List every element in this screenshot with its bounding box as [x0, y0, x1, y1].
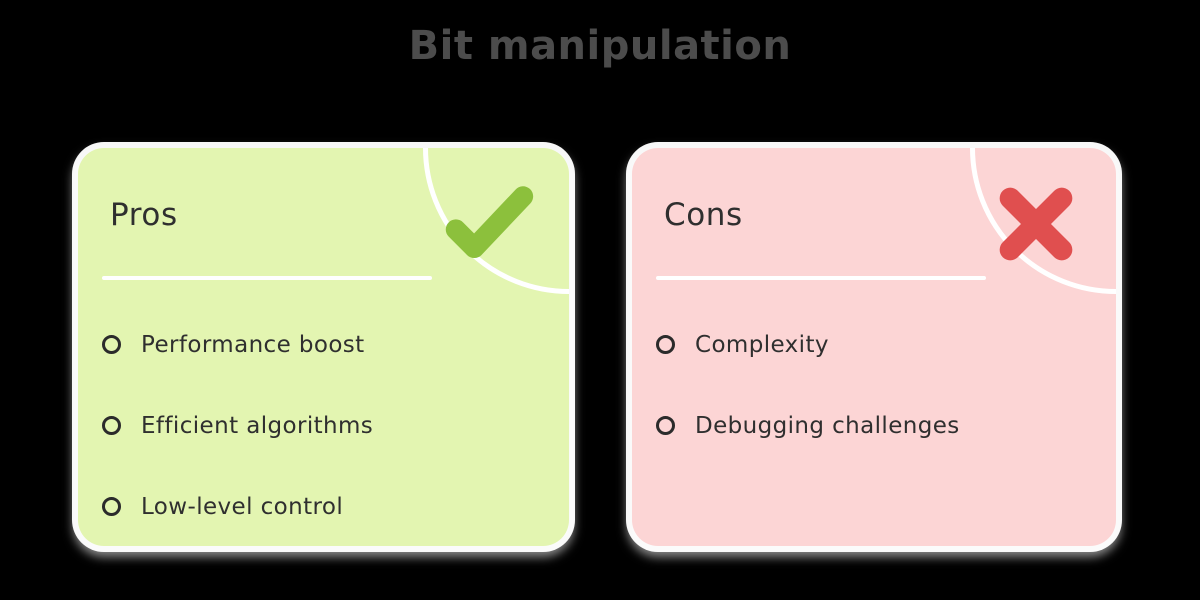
- cons-card-divider: [656, 276, 986, 280]
- list-item-label: Performance boost: [141, 331, 365, 358]
- cons-list: Complexity Debugging challenges: [656, 304, 1092, 466]
- page-title: Bit manipulation: [408, 23, 792, 69]
- check-icon: [443, 178, 535, 270]
- cross-icon: [990, 178, 1082, 270]
- bullet-ring-icon: [102, 416, 121, 435]
- bullet-ring-icon: [656, 335, 675, 354]
- bullet-ring-icon: [656, 416, 675, 435]
- list-item: Performance boost: [102, 304, 545, 385]
- cons-card-heading: Cons: [664, 197, 743, 233]
- list-item-label: Complexity: [695, 331, 829, 358]
- list-item-label: Low-level control: [141, 493, 344, 520]
- cons-card: Cons Complexity Debugging challenges: [632, 148, 1116, 546]
- pros-card-divider: [102, 276, 432, 280]
- pros-cons-cards: Pros Performance boost Efficient algorit…: [0, 148, 1200, 548]
- list-item: Complexity: [656, 304, 1092, 385]
- list-item-label: Efficient algorithms: [141, 412, 374, 439]
- list-item: Low-level control: [102, 466, 545, 546]
- pros-card: Pros Performance boost Efficient algorit…: [78, 148, 569, 546]
- bullet-ring-icon: [102, 497, 121, 516]
- list-item-label: Debugging challenges: [695, 412, 960, 439]
- list-item: Efficient algorithms: [102, 385, 545, 466]
- pros-list: Performance boost Efficient algorithms L…: [102, 304, 545, 546]
- bullet-ring-icon: [102, 335, 121, 354]
- pros-card-heading: Pros: [110, 197, 178, 233]
- list-item: Debugging challenges: [656, 385, 1092, 466]
